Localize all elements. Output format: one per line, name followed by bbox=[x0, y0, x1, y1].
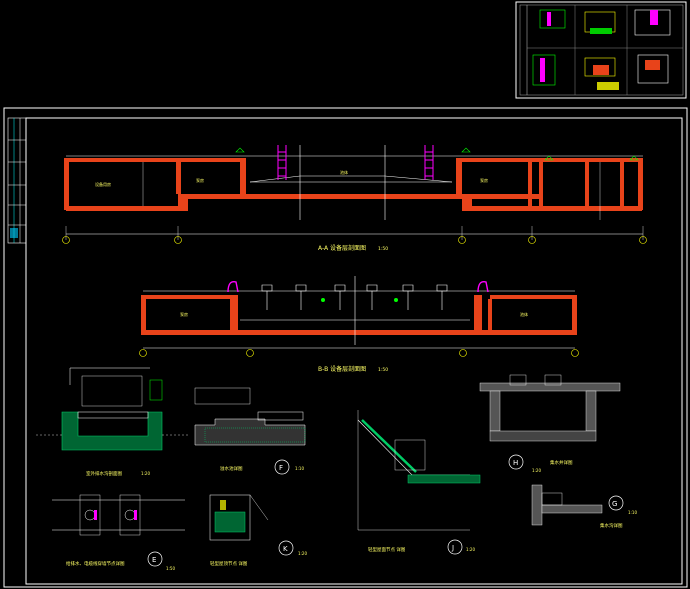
detail-k-scale: 1:20 bbox=[298, 551, 307, 556]
detail-k-roof[interactable]: K bbox=[209, 494, 294, 556]
detail-g-ditch[interactable]: G bbox=[531, 484, 624, 526]
detail-k-mark: K bbox=[283, 545, 288, 553]
room-label: 设备用房 bbox=[95, 181, 111, 187]
ladder-right bbox=[424, 145, 434, 180]
section-bb-drawing[interactable]: 泵房 池体 bbox=[139, 276, 579, 357]
detail-sump-h[interactable]: H bbox=[479, 374, 621, 470]
detail-j-title: 轻型屋面节点 详图 bbox=[368, 546, 406, 553]
detail-k-title: 轻型屋顶节点 详图 bbox=[210, 560, 248, 567]
detail-e-mark: E bbox=[152, 556, 156, 564]
detail-sump-scale: 1:20 bbox=[532, 468, 541, 473]
detail-g-title: 集水沟详图 bbox=[600, 522, 623, 529]
section-bb-title: B-B 设备层剖面图 bbox=[318, 365, 366, 373]
detail-overflow-scale: 1:10 bbox=[295, 466, 304, 471]
section-aa-drawing[interactable]: 设备用房 泵房 池体 泵房 bbox=[62, 145, 647, 244]
section-bb-scale: 1:50 bbox=[378, 367, 388, 373]
detail-j-mark: J bbox=[451, 544, 454, 552]
room-label: 泵房 bbox=[180, 311, 188, 317]
detail-overflow-title: 溢水池详图 bbox=[220, 465, 243, 472]
section-aa-title: A-A 设备层剖面图 bbox=[318, 244, 366, 252]
detail-outdoor-ditch-scale: 1:20 bbox=[141, 471, 150, 476]
detail-j-roof[interactable]: J bbox=[357, 410, 481, 555]
detail-outdoor-ditch-title: 室外排水沟剖面图 bbox=[86, 470, 122, 477]
detail-g-scale: 1:10 bbox=[628, 510, 637, 515]
detail-overflow-f[interactable]: F bbox=[194, 387, 306, 475]
detail-g-mark: G bbox=[612, 500, 617, 508]
room-label: 泵房 bbox=[480, 177, 488, 183]
detail-j-scale: 1:20 bbox=[466, 547, 475, 552]
detail-h-mark: H bbox=[513, 459, 518, 467]
detail-e-scale: 1:50 bbox=[166, 566, 175, 571]
sheet-frame bbox=[3, 107, 688, 588]
room-label: 泵房 bbox=[196, 177, 204, 183]
detail-e-penetration[interactable]: E bbox=[52, 494, 185, 567]
room-label: 池体 bbox=[340, 169, 348, 175]
detail-sump-title: 集水井详图 bbox=[550, 459, 573, 466]
thumbnail-preview[interactable] bbox=[515, 1, 687, 99]
room-label: 池体 bbox=[520, 311, 528, 317]
detail-outdoor-ditch[interactable] bbox=[36, 367, 188, 451]
ladder-left bbox=[277, 145, 287, 180]
section-aa-scale: 1:50 bbox=[378, 246, 388, 252]
detail-e-title: 给排水、电缆线穿墙节点详图 bbox=[66, 560, 125, 567]
detail-f-mark: F bbox=[279, 464, 283, 472]
